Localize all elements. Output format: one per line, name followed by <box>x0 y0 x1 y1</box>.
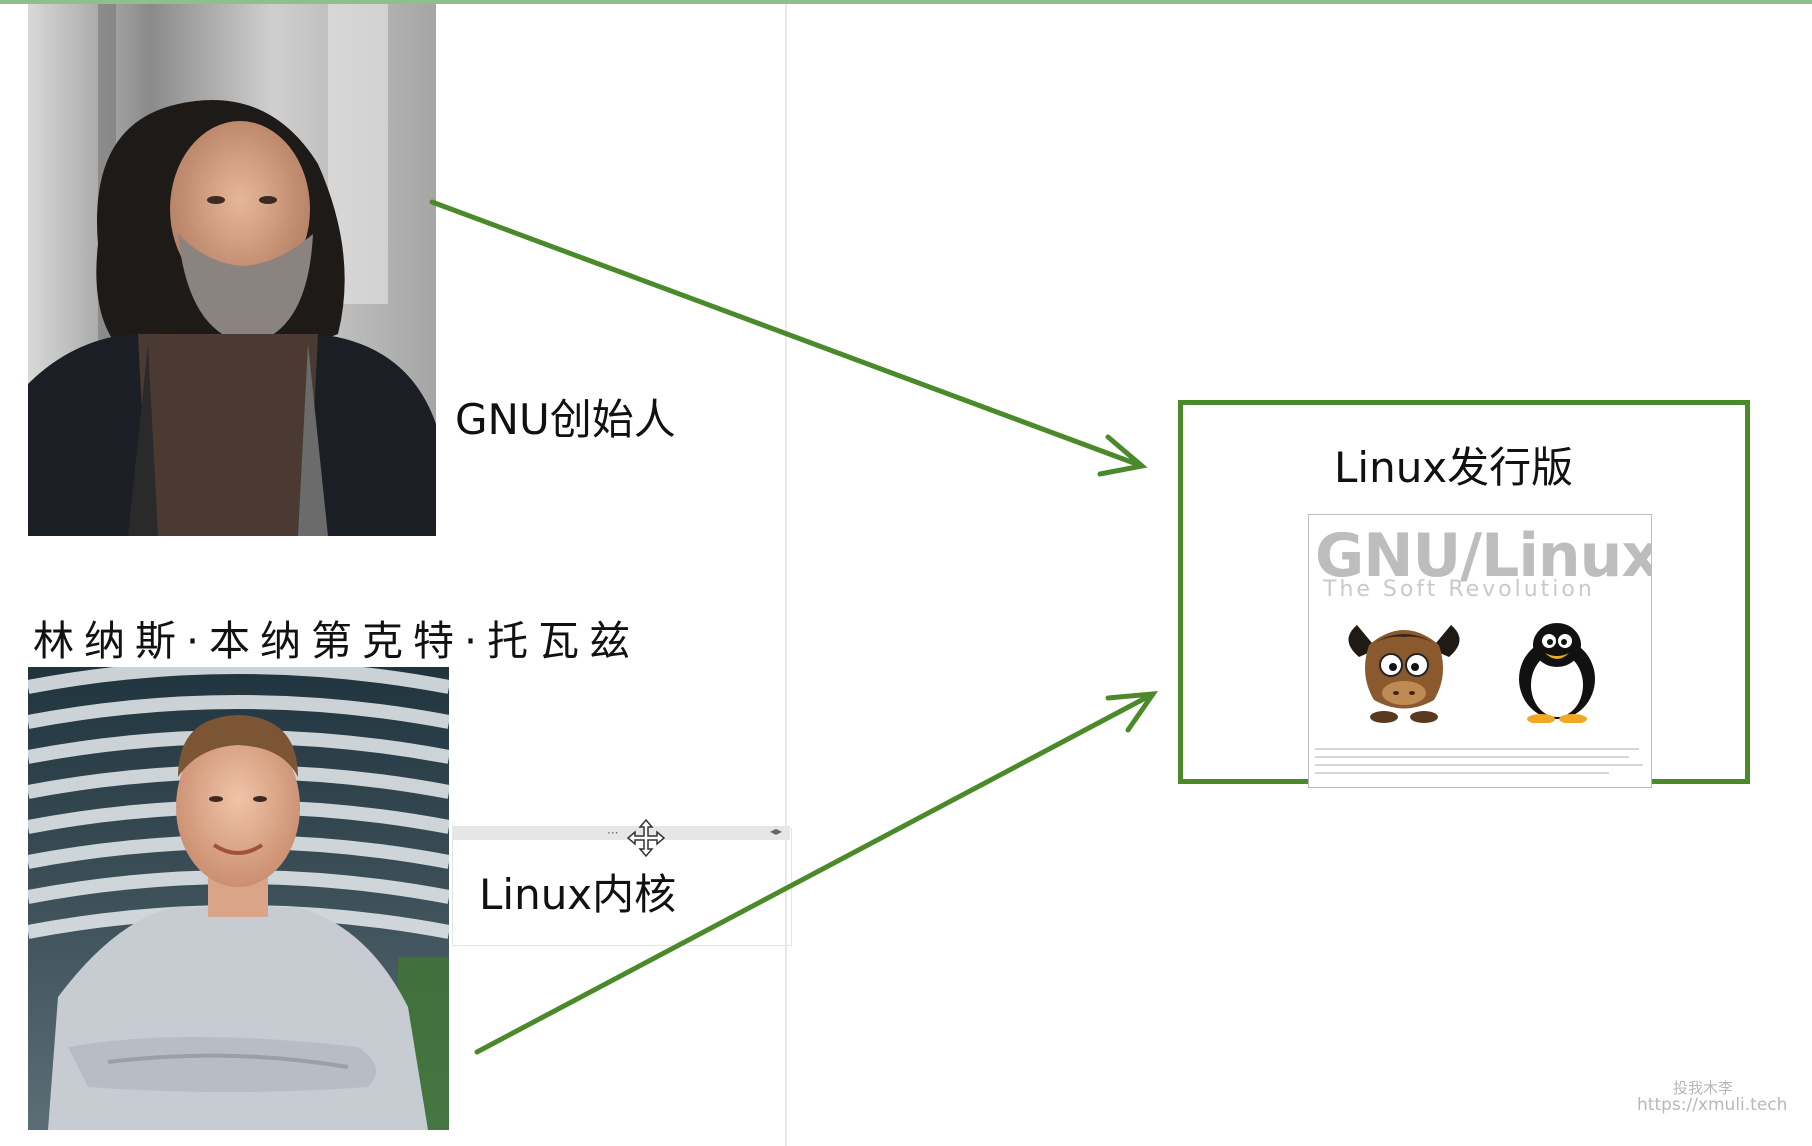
textbox-resize-arrows[interactable]: ◂▸ <box>770 824 783 838</box>
linus-photo[interactable] <box>28 667 449 1130</box>
gnu-linux-logo-card[interactable]: GNU/Linux The Soft Revolution <box>1308 514 1652 788</box>
slide-divider <box>785 4 787 1146</box>
distro-label: Linux发行版 <box>1334 443 1574 492</box>
gnu-head-icon <box>1339 605 1469 729</box>
gnu-founder-photo[interactable] <box>28 4 436 536</box>
linus-name-label: 林纳斯·本纳第克特·托瓦兹 <box>33 617 641 665</box>
tux-penguin-icon <box>1507 619 1607 727</box>
top-accent-strip <box>0 0 1812 4</box>
arrow-gnu-to-distro-head <box>1097 434 1148 477</box>
watermark-url: https://xmuli.tech <box>1637 1095 1788 1115</box>
logo-title: GNU/Linux <box>1315 521 1652 591</box>
kernel-label[interactable]: Linux内核 <box>479 870 677 919</box>
move-cross-icon[interactable] <box>626 818 666 858</box>
logo-footer-text <box>1309 743 1651 783</box>
textbox-handle-bar[interactable] <box>452 826 790 840</box>
textbox-resize-dots[interactable]: ··· <box>607 826 619 840</box>
logo-subtitle: The Soft Revolution <box>1323 577 1595 602</box>
gnu-founder-label: GNU创始人 <box>455 395 676 444</box>
watermark-name: 投我木李 <box>1673 1079 1734 1097</box>
arrow-kernel-to-distro-head <box>1105 691 1159 733</box>
